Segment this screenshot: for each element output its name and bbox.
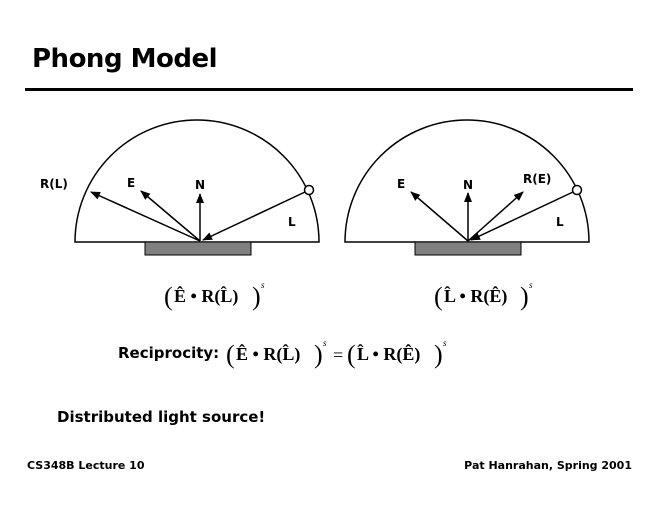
label-eye: E xyxy=(397,177,405,191)
surface xyxy=(144,241,252,256)
svg-text:): ) xyxy=(434,340,443,369)
left-formula: ( Ê • R(L̂) ) s xyxy=(164,280,265,311)
svg-text:s: s xyxy=(529,280,533,290)
left-diagram: R(L) E N L xyxy=(40,119,320,256)
svg-text:s: s xyxy=(261,280,265,290)
label-normal: N xyxy=(463,178,473,192)
svg-text:s: s xyxy=(443,338,447,348)
svg-text:): ) xyxy=(314,340,323,369)
label-light: L xyxy=(556,215,564,229)
reciprocity-formula: ( Ê • R(L̂) ) s = ( L̂ • R(Ê) ) s xyxy=(226,338,447,369)
label-light: L xyxy=(288,215,296,229)
svg-text:Ê • R(L̂): Ê • R(L̂) xyxy=(174,285,238,307)
label-eye: E xyxy=(127,176,135,190)
svg-text:s: s xyxy=(323,338,327,348)
svg-text:): ) xyxy=(252,282,261,311)
footer-author: Pat Hanrahan, Spring 2001 xyxy=(464,459,632,472)
svg-text:(: ( xyxy=(347,340,356,369)
light-vector xyxy=(202,191,306,241)
svg-text:(: ( xyxy=(434,282,443,311)
reflected-vector xyxy=(467,191,524,242)
svg-text:(: ( xyxy=(164,282,173,311)
light-vector xyxy=(470,191,574,241)
svg-text:(: ( xyxy=(226,340,235,369)
svg-text:=: = xyxy=(333,345,343,365)
label-reflected: R(E) xyxy=(523,172,551,186)
label-reflected: R(L) xyxy=(40,177,68,191)
right-diagram: E N R(E) L xyxy=(344,119,590,256)
light-source xyxy=(303,184,315,196)
light-source xyxy=(571,184,583,196)
reciprocity-label: Reciprocity: xyxy=(118,344,220,362)
right-formula: ( L̂ • R(Ê) ) s xyxy=(434,280,533,311)
slide-title: Phong Model xyxy=(32,44,218,74)
eye-vector xyxy=(140,190,201,242)
distributed-light-note: Distributed light source! xyxy=(57,408,266,426)
label-normal: N xyxy=(195,178,205,192)
eye-vector xyxy=(410,191,469,242)
svg-text:Ê • R(L̂): Ê • R(L̂) xyxy=(236,343,300,365)
svg-text:L̂ • R(Ê): L̂ • R(Ê) xyxy=(444,285,507,307)
surface xyxy=(414,241,522,256)
reflected-vector xyxy=(90,191,201,242)
svg-text:L̂ • R(Ê): L̂ • R(Ê) xyxy=(357,343,420,365)
svg-text:): ) xyxy=(520,282,529,311)
title-divider xyxy=(25,88,633,91)
footer-course: CS348B Lecture 10 xyxy=(27,459,145,472)
